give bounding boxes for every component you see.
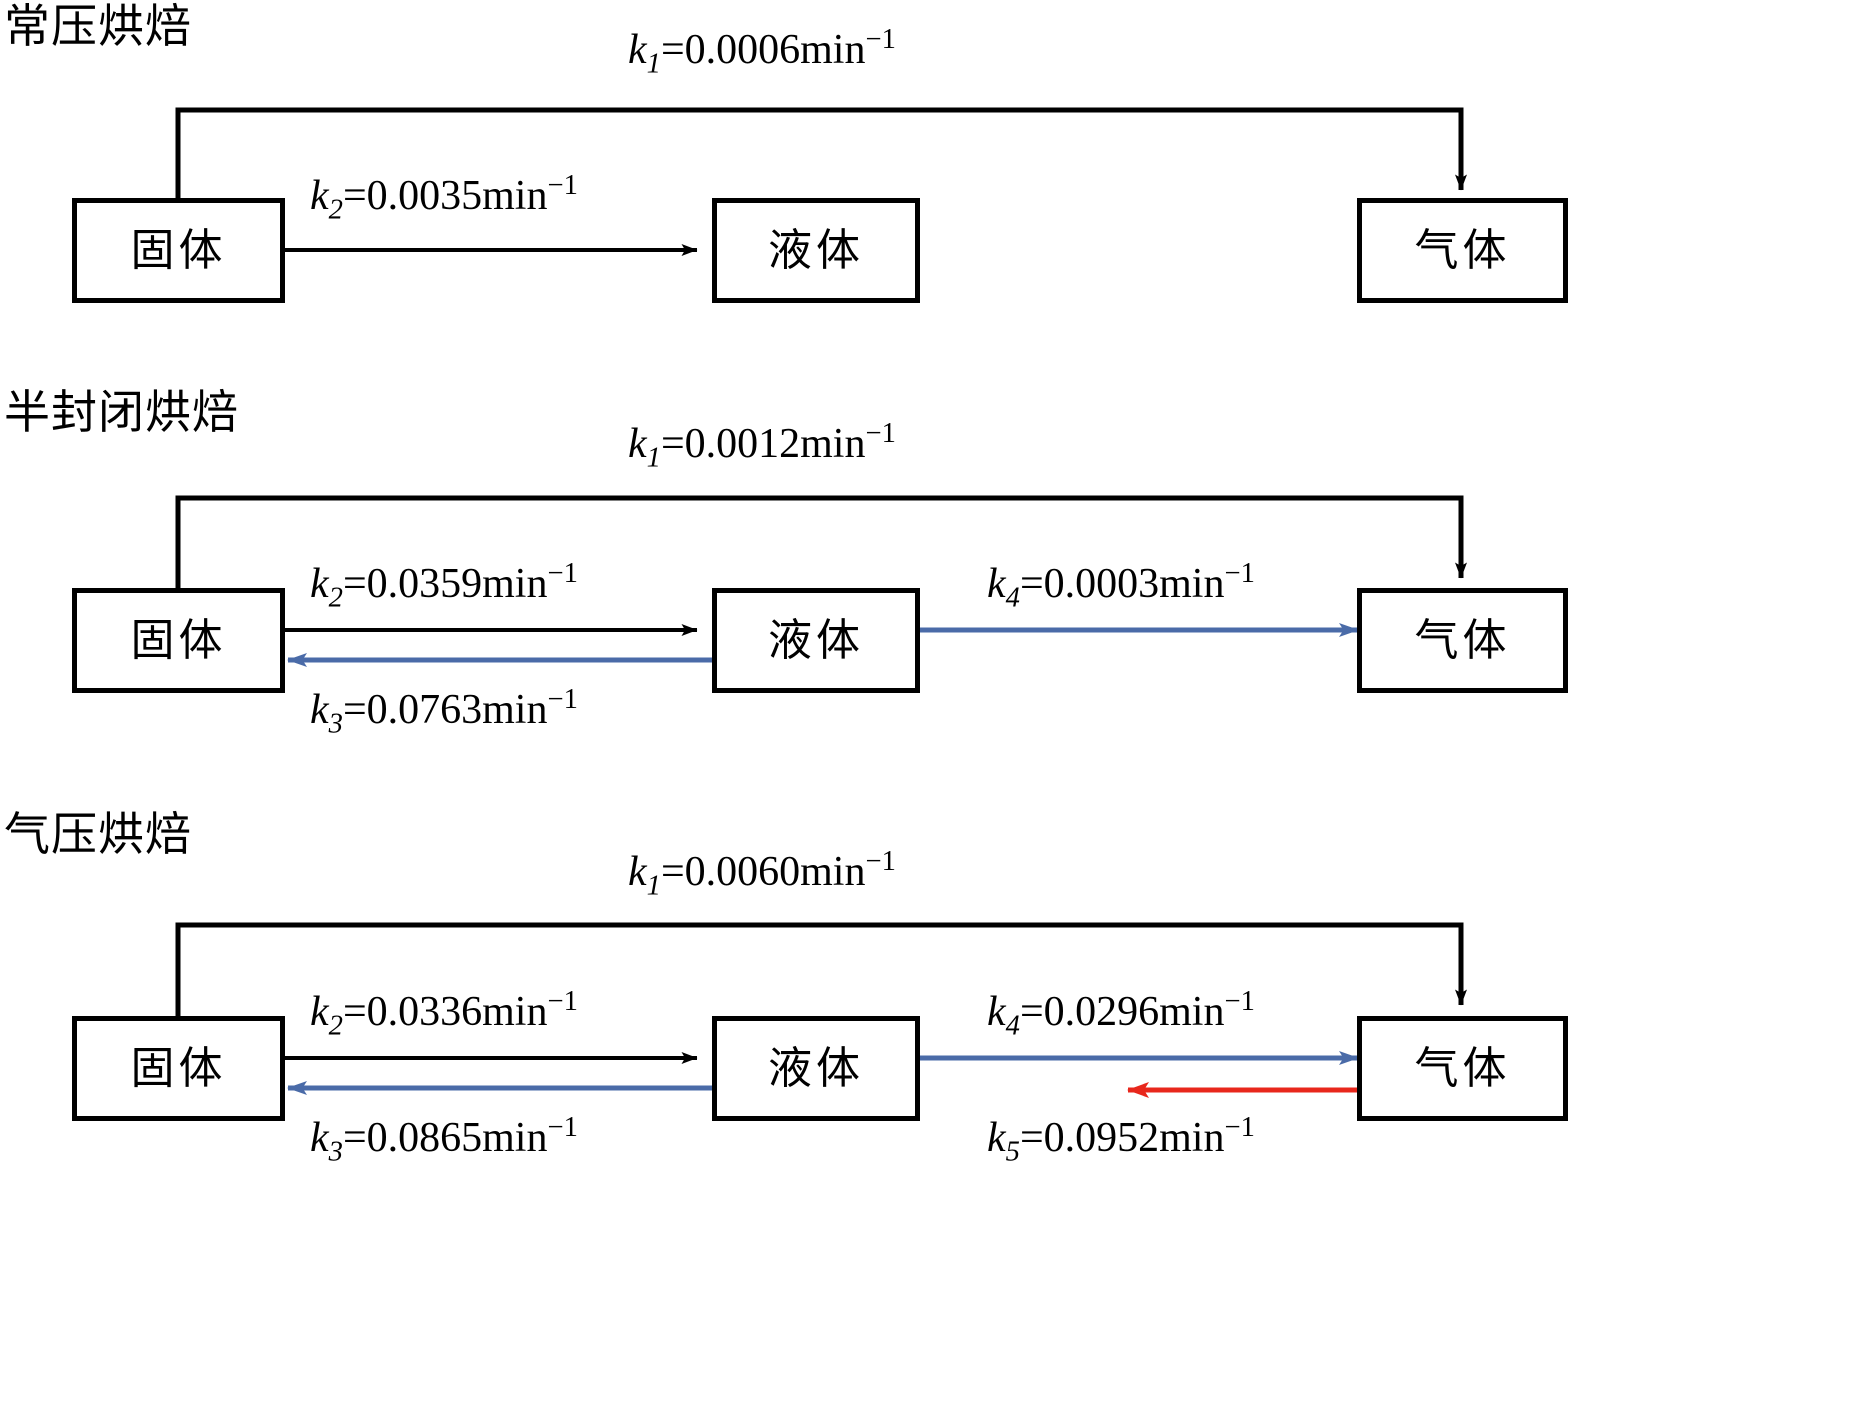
panel1-node-liquid[interactable]: 液体 [712, 198, 920, 303]
panel3-label-k2: k2=0.0336min−1 [310, 986, 578, 1042]
panel2-node-gas[interactable]: 气体 [1357, 588, 1568, 693]
panel2-node-solid[interactable]: 固体 [72, 588, 285, 693]
panel2-label-k3: k3=0.0763min−1 [310, 684, 578, 740]
panel3-node-solid[interactable]: 固体 [72, 1016, 285, 1121]
panel-title-pressurized: 气压烘焙 [4, 809, 192, 860]
panel1-node-solid[interactable]: 固体 [72, 198, 285, 303]
panel3-node-gas[interactable]: 气体 [1357, 1016, 1568, 1121]
panel3-label-k5: k5=0.0952min−1 [987, 1112, 1255, 1168]
panel3-node-liquid[interactable]: 液体 [712, 1016, 920, 1121]
panel2-label-k4: k4=0.0003min−1 [987, 558, 1255, 614]
panel3-label-k1: k1=0.0060min−1 [628, 846, 896, 902]
panel1-label-k1: k1=0.0006min−1 [628, 24, 896, 80]
panel2-node-liquid[interactable]: 液体 [712, 588, 920, 693]
panel2-label-k2: k2=0.0359min−1 [310, 558, 578, 614]
panel2-label-k1: k1=0.0012min−1 [628, 418, 896, 474]
panel3-label-k3: k3=0.0865min−1 [310, 1112, 578, 1168]
panel3-label-k4: k4=0.0296min−1 [987, 986, 1255, 1042]
panel1-label-k2: k2=0.0035min−1 [310, 170, 578, 226]
panel-title-atmospheric: 常压烘焙 [4, 1, 192, 52]
panel1-node-gas[interactable]: 气体 [1357, 198, 1568, 303]
panel-title-semi-closed: 半封闭烘焙 [4, 387, 239, 438]
